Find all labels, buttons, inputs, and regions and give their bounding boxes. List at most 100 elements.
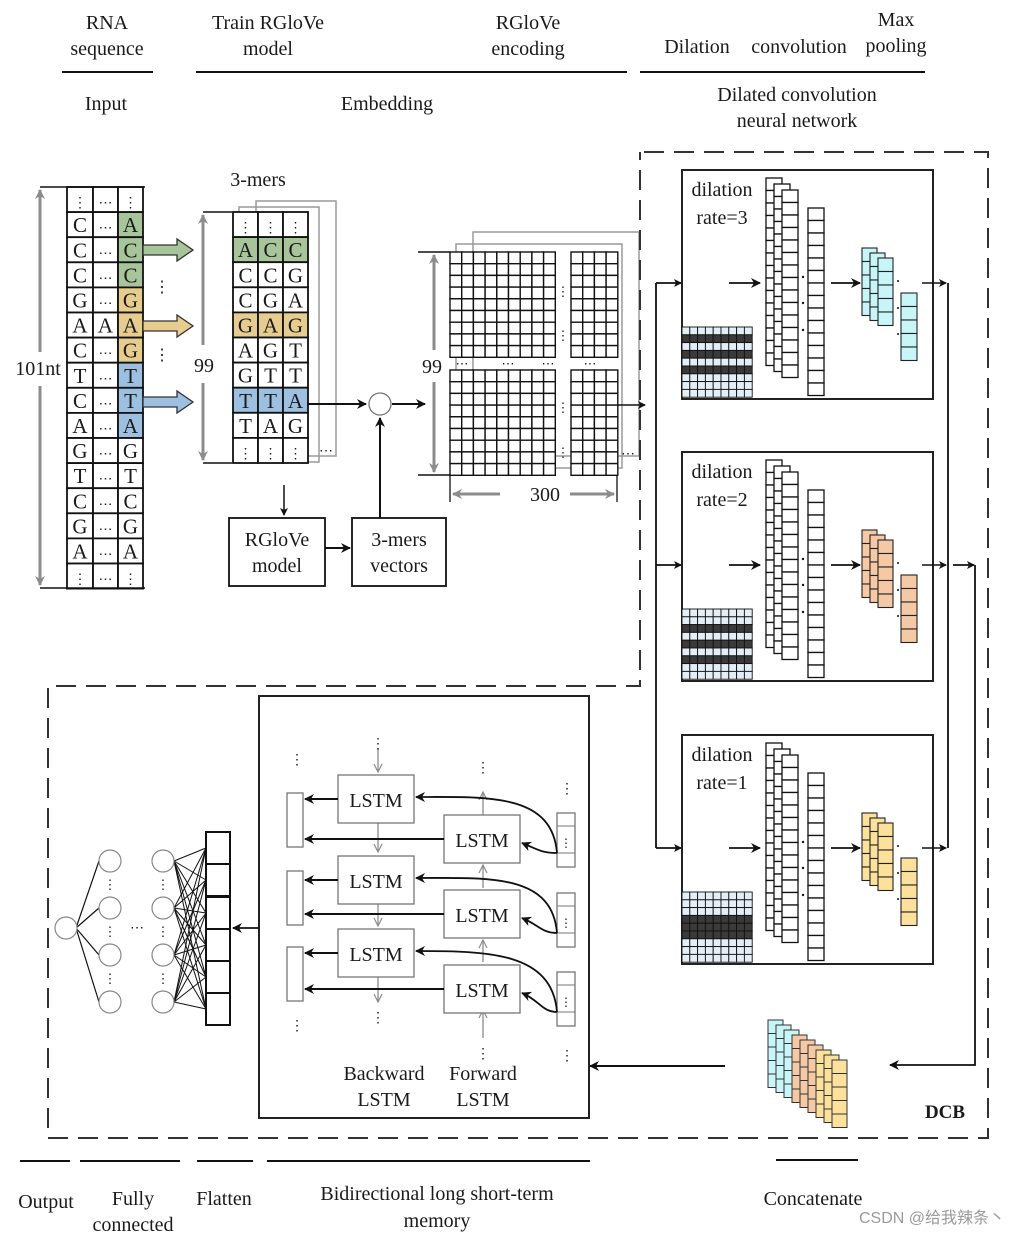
input-patch-cell bbox=[697, 616, 706, 626]
nucleotide: T bbox=[264, 389, 277, 413]
matrix-cell bbox=[484, 321, 498, 335]
matrix-cell bbox=[582, 381, 596, 395]
input-patch-cell bbox=[697, 953, 706, 963]
matrix-cell bbox=[484, 286, 498, 300]
activation-cell bbox=[807, 897, 825, 912]
conv-cell bbox=[781, 633, 799, 648]
matrix-cell bbox=[484, 333, 498, 347]
matrix-ellipsis: ⋯ bbox=[621, 447, 635, 462]
matrix-cell bbox=[449, 462, 463, 477]
pooled-output-cell bbox=[900, 305, 918, 321]
nucleotide: T bbox=[289, 339, 302, 363]
input-patch-cell bbox=[712, 608, 722, 618]
matrix-cell bbox=[542, 392, 556, 406]
input-patch-cell bbox=[712, 655, 722, 665]
matrix-cell bbox=[507, 381, 521, 395]
matrix-cell bbox=[507, 309, 521, 323]
matrix-cell bbox=[570, 416, 584, 430]
nucleotide: A bbox=[123, 213, 139, 237]
ellipsis-icon bbox=[897, 615, 899, 617]
input-patch-cell bbox=[720, 914, 730, 924]
input-patch-cell bbox=[728, 938, 738, 948]
nucleotide: T bbox=[124, 364, 137, 388]
conv-cell bbox=[781, 816, 799, 831]
matrix-cell bbox=[449, 392, 463, 406]
input-patch-cell bbox=[697, 670, 706, 680]
input-patch-cell bbox=[712, 624, 722, 633]
matrix-cell bbox=[496, 404, 510, 418]
lstm-label: LSTM bbox=[455, 905, 509, 927]
matrix-cell bbox=[542, 263, 556, 277]
matrix-cell bbox=[582, 333, 596, 347]
ellipsis-icon: ⋮ bbox=[264, 447, 278, 462]
nucleotide: A bbox=[72, 414, 88, 438]
input-patch-cell bbox=[704, 914, 714, 924]
activation-cell bbox=[807, 307, 825, 322]
input-patch-cell bbox=[720, 899, 730, 909]
matrix-cols-label: 300 bbox=[530, 484, 560, 506]
output-connection bbox=[75, 927, 100, 956]
nucleotide: A bbox=[123, 314, 139, 338]
input-patch-cell bbox=[736, 616, 745, 626]
pooled-cell bbox=[877, 822, 894, 838]
input-patch-cell bbox=[697, 365, 706, 375]
conv-cell bbox=[781, 251, 799, 266]
input-patch-cell bbox=[697, 349, 706, 359]
pooled-cell bbox=[877, 876, 894, 892]
kmer-vectors-box: 3-mers vectors bbox=[351, 517, 447, 587]
kmer-cell bbox=[282, 211, 309, 239]
input-patch-cell bbox=[704, 388, 714, 398]
fc-neuron bbox=[98, 990, 122, 1014]
input-patch-cell bbox=[689, 616, 699, 626]
matrix-cell bbox=[472, 344, 486, 359]
input-patch-cell bbox=[728, 922, 738, 932]
conv-cell bbox=[781, 214, 799, 229]
backward-lstm-cell bbox=[337, 855, 415, 905]
matrix-cell bbox=[472, 298, 486, 312]
matrix-cell bbox=[605, 344, 619, 359]
input-patch-cell bbox=[704, 381, 714, 390]
input-patch-cell bbox=[736, 663, 745, 672]
matrix-cell bbox=[582, 462, 596, 477]
matrix-cell bbox=[542, 462, 556, 477]
matrix-cell bbox=[582, 427, 596, 441]
conv-cell bbox=[781, 621, 799, 636]
matrix-cell bbox=[570, 462, 584, 477]
input-patch-cell bbox=[743, 655, 753, 665]
matrix-cell bbox=[461, 369, 475, 383]
activation-cell bbox=[807, 219, 825, 234]
ellipsis-icon bbox=[801, 328, 805, 332]
input-patch-cell bbox=[736, 388, 745, 398]
matrix-cell bbox=[484, 381, 498, 395]
ellipsis-icon: ⋯ bbox=[99, 522, 113, 537]
conv-cell bbox=[781, 546, 799, 561]
fc-connection bbox=[173, 860, 207, 914]
matrix-cell bbox=[542, 274, 556, 288]
ellipsis-icon: ⋮ bbox=[560, 836, 572, 850]
output-connection bbox=[75, 860, 100, 929]
matrix-cell bbox=[582, 298, 596, 312]
flatten-cell bbox=[205, 992, 231, 1026]
nucleotide: C bbox=[73, 389, 87, 413]
kmer-cell bbox=[282, 361, 309, 389]
matrix-cell bbox=[507, 392, 521, 406]
ellipsis-icon bbox=[897, 280, 899, 282]
nucleotide: T bbox=[74, 364, 87, 388]
matrix-cell bbox=[605, 451, 619, 465]
kmer-cell bbox=[232, 361, 259, 389]
matrix-cell bbox=[593, 298, 607, 312]
hidden-state-bar bbox=[286, 870, 304, 926]
matrix-cell bbox=[570, 404, 584, 418]
activation-cell bbox=[807, 809, 825, 824]
input-patch-cell bbox=[743, 349, 753, 359]
conv-cell bbox=[781, 533, 799, 548]
input-patch-cell bbox=[736, 326, 745, 336]
input-patch-cell bbox=[712, 616, 722, 626]
matrix-cell bbox=[461, 286, 475, 300]
activation-cell bbox=[807, 834, 825, 849]
ellipsis-icon: ⋯ bbox=[99, 221, 113, 236]
input-patch-cell bbox=[720, 953, 730, 963]
matrix-cell bbox=[519, 274, 533, 288]
matrix-cell bbox=[593, 462, 607, 477]
input-to-forward-arrow bbox=[521, 991, 558, 1013]
